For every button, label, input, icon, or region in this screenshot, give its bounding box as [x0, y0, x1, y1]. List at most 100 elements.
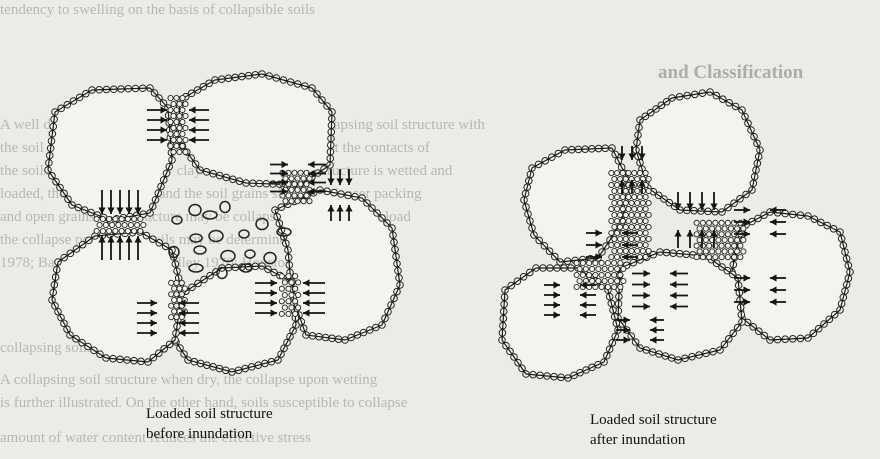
bond-particle — [725, 243, 730, 248]
bond-particle — [623, 248, 628, 253]
bond-particle — [629, 224, 634, 229]
bond-particle — [612, 260, 617, 265]
bond-particle — [637, 170, 642, 175]
bond-particle — [694, 220, 699, 225]
bond-particle — [168, 95, 173, 100]
bond-particle — [609, 242, 614, 247]
bond-particle — [621, 266, 626, 271]
bond-particle — [128, 222, 133, 227]
bond-particle — [725, 220, 730, 225]
bond-particle — [577, 278, 582, 283]
bond-particle — [174, 131, 179, 136]
bond-particle — [621, 278, 626, 283]
bond-particle — [107, 216, 112, 221]
void-particle — [220, 202, 230, 213]
bond-particle — [180, 107, 185, 112]
bond-particle — [132, 216, 137, 221]
bond-particle — [289, 199, 294, 204]
bond-particle — [643, 230, 648, 235]
bond-particle — [728, 226, 733, 231]
bond-particle — [171, 137, 176, 142]
bond-particle — [179, 292, 184, 297]
bond-particle — [612, 176, 617, 181]
bond-particle — [174, 119, 179, 124]
bond-particle — [629, 248, 634, 253]
bond-particle — [574, 260, 579, 265]
bond-particle — [301, 199, 306, 204]
bond-particle — [609, 206, 614, 211]
bond-particle — [707, 255, 712, 260]
bond-particle — [635, 188, 640, 193]
bond-particle — [614, 194, 619, 199]
bond-particle — [168, 107, 173, 112]
bond-particle — [646, 188, 651, 193]
bond-particle — [590, 266, 595, 271]
bond-particle — [609, 182, 614, 187]
bond-particle — [612, 248, 617, 253]
bond-particle — [728, 249, 733, 254]
bond-particle — [694, 255, 699, 260]
bond-particle — [182, 286, 187, 291]
bond-particle — [183, 125, 188, 130]
caption-after-inundation: Loaded soil structure after inundation — [590, 410, 717, 450]
bond-particle — [640, 248, 645, 253]
bond-particle — [119, 216, 124, 221]
bond-particle — [697, 249, 702, 254]
bond-particle — [609, 194, 614, 199]
bond-particle — [174, 143, 179, 148]
bond-particle — [304, 193, 309, 198]
void-particle — [190, 234, 202, 242]
bond-particle — [279, 299, 284, 304]
void-particle — [189, 264, 203, 272]
bond-particle — [722, 226, 727, 231]
bond-particle — [646, 176, 651, 181]
bond-particle — [580, 260, 585, 265]
bond-particle — [612, 236, 617, 241]
bond-particle — [612, 200, 617, 205]
bond-particle — [646, 236, 651, 241]
bond-particle — [295, 176, 300, 181]
bond-particle — [100, 228, 105, 233]
bond-particle — [180, 119, 185, 124]
bond-particle — [174, 315, 179, 320]
bond-particle — [183, 113, 188, 118]
bond-particle — [643, 170, 648, 175]
bond-particle — [735, 249, 740, 254]
bond-particle — [169, 315, 174, 320]
void-particle — [172, 216, 182, 224]
bond-particle — [580, 272, 585, 277]
bond-particle — [574, 272, 579, 277]
bond-particle — [620, 218, 625, 223]
bond-particle — [713, 220, 718, 225]
bond-particle — [635, 248, 640, 253]
bond-particle — [574, 284, 579, 289]
bond-particle — [593, 260, 598, 265]
bond-particle — [640, 236, 645, 241]
bond-particle — [301, 187, 306, 192]
arrow-head — [345, 179, 352, 186]
bond-particle — [707, 243, 712, 248]
bond-particle — [289, 187, 294, 192]
arrow-head — [327, 179, 334, 186]
bond-particle — [623, 200, 628, 205]
bond-particle — [107, 228, 112, 233]
bond-particle — [626, 170, 631, 175]
bond-particle — [632, 206, 637, 211]
bond-particle — [125, 216, 130, 221]
bond-particle — [643, 194, 648, 199]
bond-particle — [293, 286, 298, 291]
bond-particle — [599, 284, 604, 289]
bond-particle — [637, 254, 642, 259]
bond-particle — [289, 280, 294, 285]
bond-particle — [292, 193, 297, 198]
bond-particle — [617, 248, 622, 253]
bond-particle — [172, 297, 177, 302]
bond-particle — [612, 188, 617, 193]
grain-outline — [168, 266, 296, 372]
soil-grain — [633, 89, 764, 216]
void-particle — [189, 205, 201, 216]
bond-particle — [716, 226, 721, 231]
bond-particle — [643, 254, 648, 259]
bond-particle — [292, 170, 297, 175]
